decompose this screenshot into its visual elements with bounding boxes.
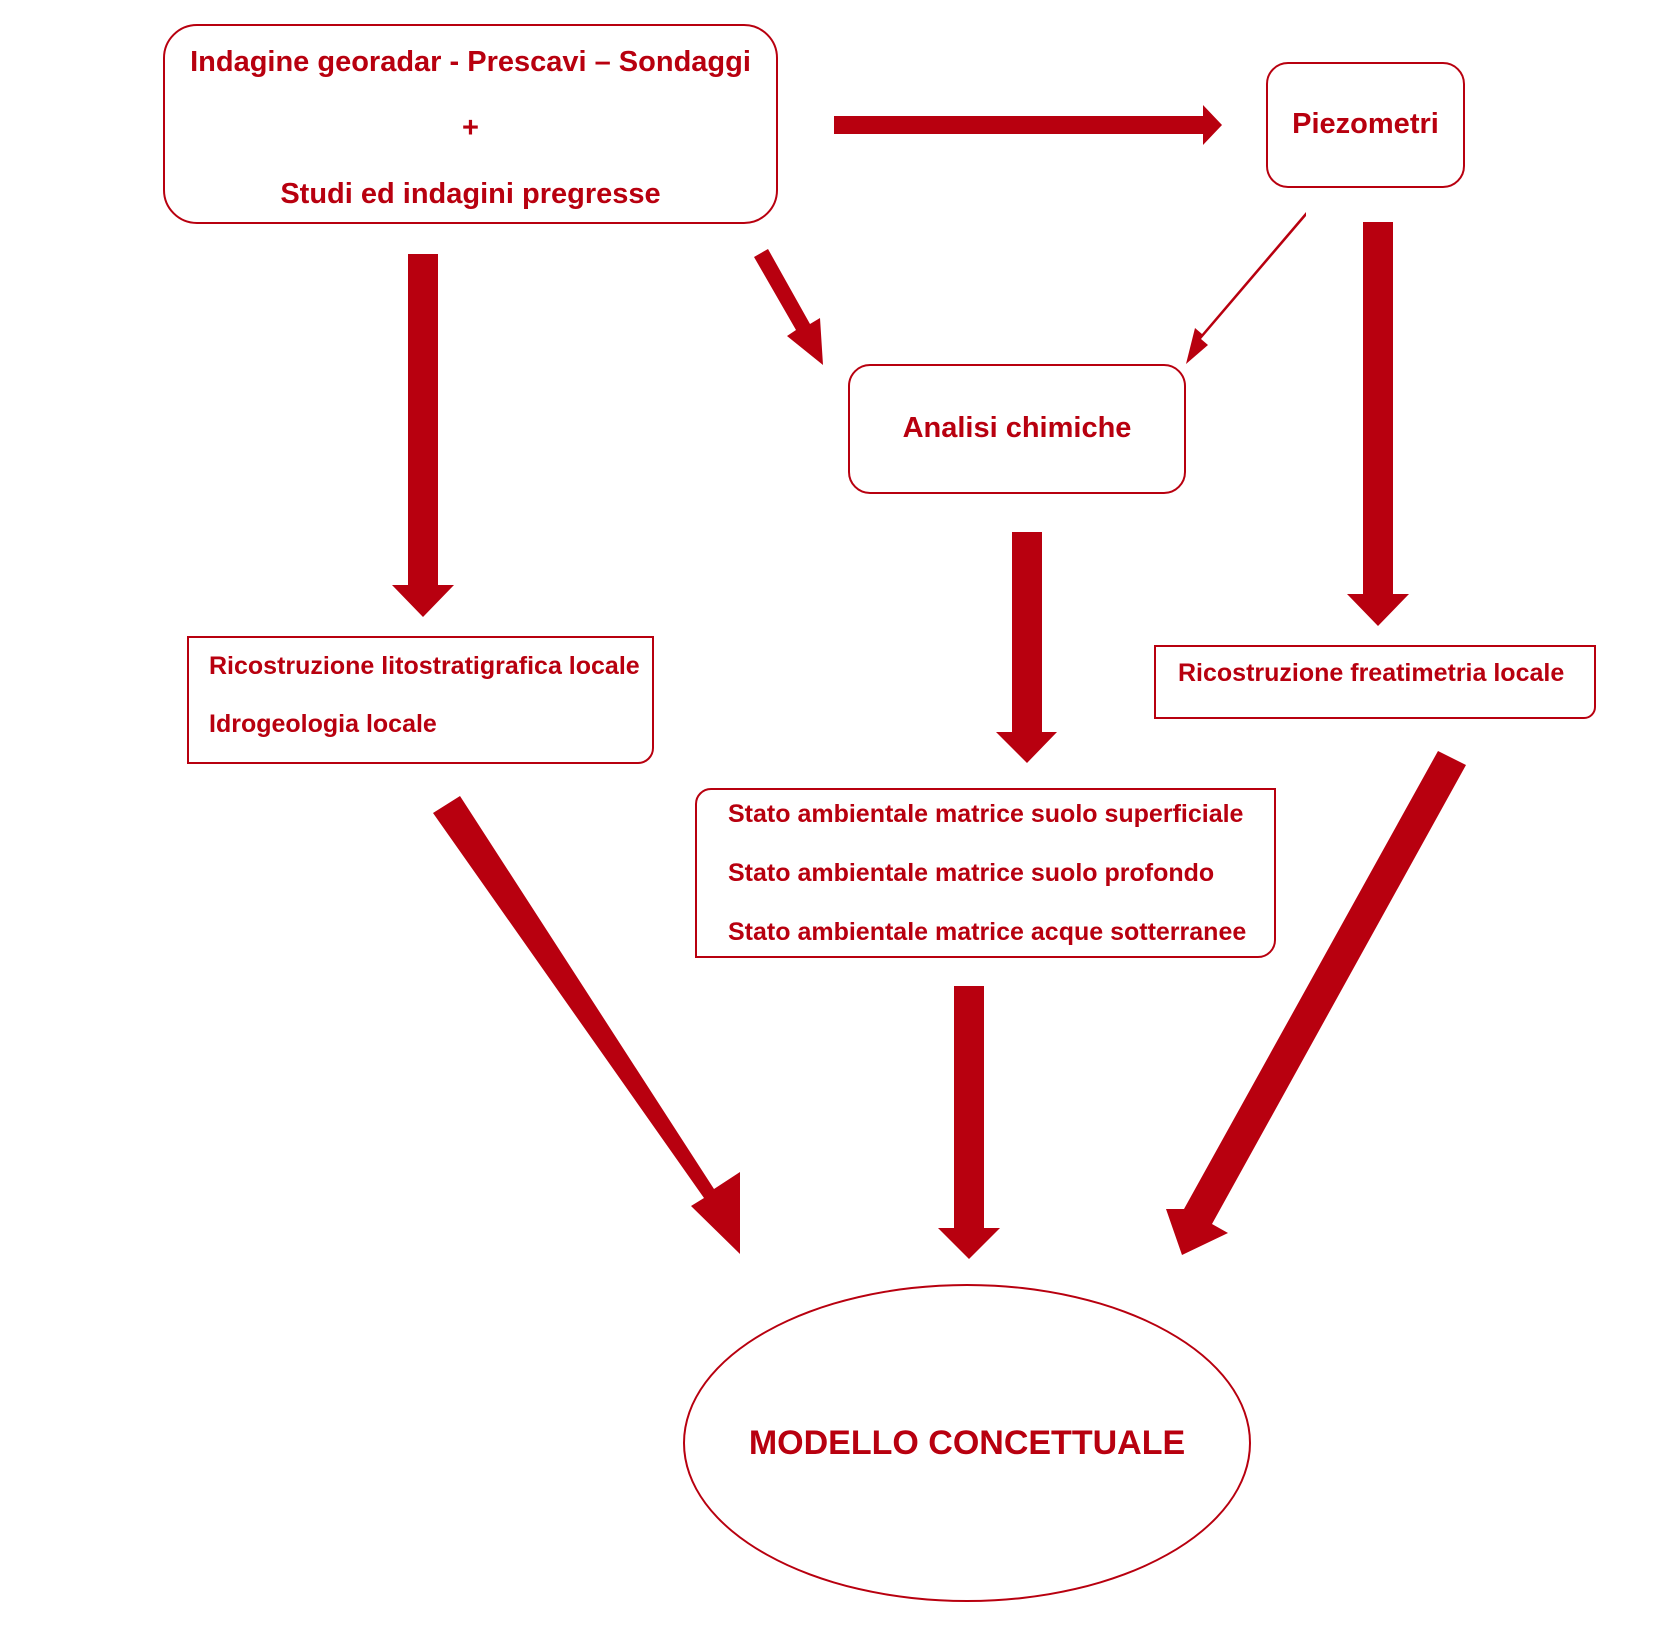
arrow-stato-to-modello (938, 986, 1000, 1259)
node-litostrat: Ricostruzione litostratigrafica locale I… (187, 636, 654, 764)
arrow-analisi-to-stato (996, 532, 1057, 763)
arrow-indagini-to-analisi (754, 249, 823, 365)
node-indagini-line1: Indagine georadar - Prescavi – Sondaggi (190, 46, 751, 78)
node-analisi: Analisi chimiche (848, 364, 1186, 494)
node-litostrat-line1: Ricostruzione litostratigrafica locale (209, 652, 640, 680)
node-modello-label: MODELLO CONCETTUALE (748, 1424, 1186, 1462)
arrow-indagini-to-piezometri (834, 105, 1222, 145)
arrow-litostrat-to-modello (433, 796, 740, 1254)
node-indagini-line3: Studi ed indagini pregresse (280, 178, 661, 210)
arrow-piezometri-to-analisi (1186, 212, 1306, 364)
node-stato-line3: Stato ambientale matrice acque sotterran… (728, 918, 1247, 946)
node-litostrat-line2: Idrogeologia locale (209, 710, 437, 738)
node-piezometri-label: Piezometri (1292, 108, 1439, 140)
node-freatimetria-label: Ricostruzione freatimetria locale (1178, 659, 1565, 687)
node-modello: MODELLO CONCETTUALE (683, 1284, 1251, 1602)
node-piezometri: Piezometri (1266, 62, 1465, 188)
node-stato: Stato ambientale matrice suolo superfici… (695, 788, 1276, 958)
arrow-indagini-to-litostrat (392, 254, 454, 617)
node-stato-line1: Stato ambientale matrice suolo superfici… (728, 800, 1244, 828)
node-indagini-line2: + (462, 112, 479, 144)
arrow-freatimetria-to-modello (1166, 751, 1466, 1255)
node-freatimetria: Ricostruzione freatimetria locale (1154, 645, 1596, 719)
node-stato-line2: Stato ambientale matrice suolo profondo (728, 859, 1215, 887)
node-indagini: Indagine georadar - Prescavi – Sondaggi … (163, 24, 778, 224)
arrow-piezometri-to-freatimetria (1347, 222, 1409, 626)
node-analisi-label: Analisi chimiche (902, 412, 1132, 444)
